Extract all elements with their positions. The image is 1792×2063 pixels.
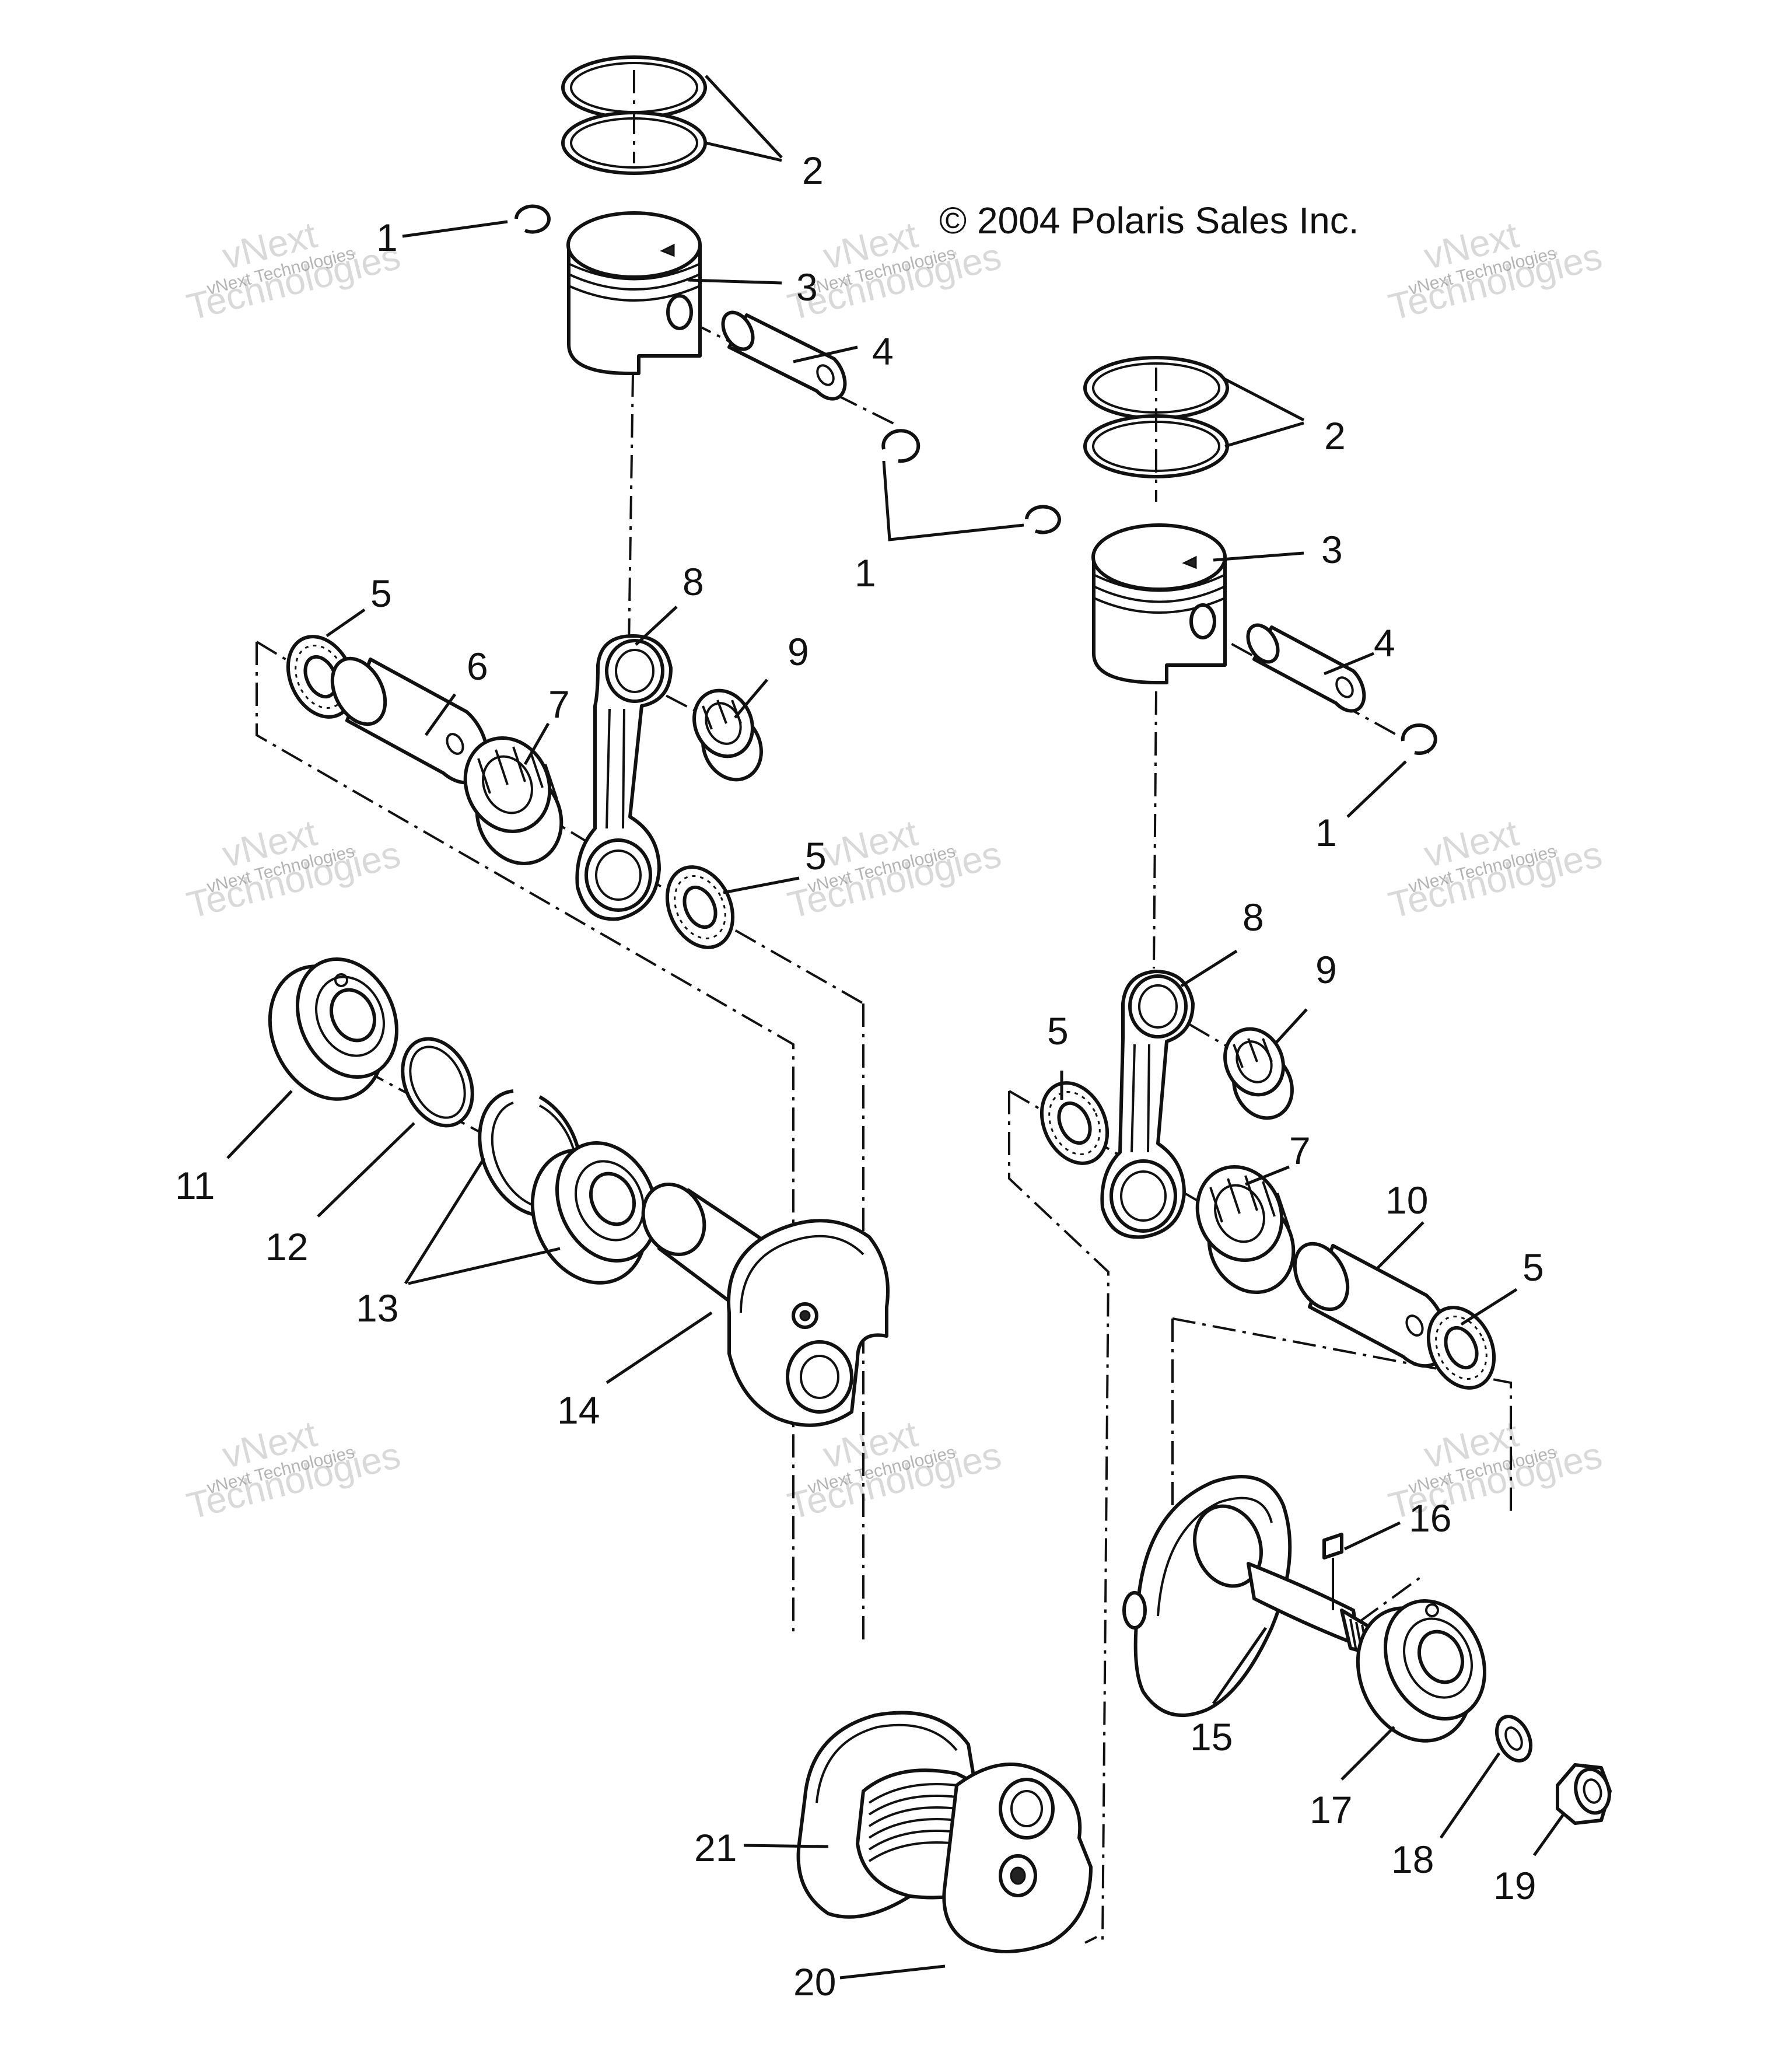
callout-1: 1 <box>1315 811 1337 854</box>
callout-3: 3 <box>796 265 818 309</box>
callout-5: 5 <box>1047 1009 1069 1053</box>
needle-bearing-left-small <box>692 688 763 782</box>
needle-bearing-left-big <box>463 736 564 865</box>
crank-nut <box>1556 1763 1612 1825</box>
woodruff-key <box>1322 1533 1343 1610</box>
piston-right <box>1091 523 1227 684</box>
wrist-pin-clip-right-b <box>1401 723 1437 755</box>
connecting-rod-left <box>575 634 673 921</box>
main-bearing-right <box>1356 1599 1487 1743</box>
wrist-pin-clip-left-b <box>881 429 921 463</box>
callout-9: 9 <box>788 630 809 673</box>
piston-left <box>566 211 702 375</box>
crank-half-left <box>641 1182 890 1427</box>
crankshaft-assembly <box>796 1711 1093 1953</box>
crank-half-right <box>1122 1475 1373 1717</box>
lock-washer <box>1494 1715 1533 1763</box>
callout-7: 7 <box>548 683 570 726</box>
shim-washer-left <box>401 1037 474 1128</box>
callout-11: 11 <box>175 1164 215 1207</box>
wrist-pin-left <box>721 310 847 401</box>
main-bearing-left-inner <box>530 1141 659 1285</box>
callout-20: 20 <box>793 1960 836 2003</box>
watermark: vNext Technologies vNext Technologies <box>183 214 404 328</box>
callout-7: 7 <box>1289 1129 1311 1172</box>
main-bearing-left-outer <box>268 957 399 1101</box>
callout-13: 13 <box>356 1286 398 1330</box>
callout-1: 1 <box>376 216 398 259</box>
thrust-washer-right-b <box>1426 1306 1496 1390</box>
crank-pin-left <box>330 656 489 785</box>
callout-1: 1 <box>855 551 876 595</box>
callout-14: 14 <box>557 1389 600 1432</box>
callout-8: 8 <box>682 560 704 603</box>
callout-19: 19 <box>1493 1864 1536 1907</box>
callout-5: 5 <box>1522 1246 1544 1289</box>
wrist-pin-clip-right-a <box>1025 505 1061 534</box>
watermark: vNext Technologies vNext Technologies <box>1384 812 1606 926</box>
needle-bearing-right-big <box>1195 1165 1296 1294</box>
thrust-washer-left-b <box>665 865 735 949</box>
callout-5: 5 <box>370 572 392 615</box>
callout-18: 18 <box>1391 1838 1434 1881</box>
crank-pin-right <box>1293 1242 1449 1368</box>
wrist-pin-clip-left-a <box>514 204 551 234</box>
callout-2: 2 <box>802 149 824 192</box>
callout-5: 5 <box>805 834 827 877</box>
callouts: 2 1 3 4 2 3 1 4 1 5 6 7 8 9 5 8 9 5 7 10… <box>175 149 1544 2003</box>
watermark: vNext Technologies vNext Technologies <box>183 812 404 926</box>
callout-15: 15 <box>1190 1715 1233 1758</box>
callout-21: 21 <box>694 1826 737 1869</box>
callout-12: 12 <box>265 1225 308 1268</box>
watermark: vNext Technologies vNext Technologies <box>183 1412 404 1527</box>
wrist-pin-right <box>1246 623 1366 713</box>
connecting-rod-right <box>1100 970 1195 1239</box>
callout-10: 10 <box>1385 1179 1428 1222</box>
callout-6: 6 <box>467 645 488 688</box>
watermark: vNext Technologies vNext Technologies <box>1384 214 1606 328</box>
callout-2: 2 <box>1324 414 1346 457</box>
callout-8: 8 <box>1242 896 1264 939</box>
callout-4: 4 <box>1374 621 1395 665</box>
needle-bearing-right-small <box>1223 1027 1294 1120</box>
callout-9: 9 <box>1315 948 1337 991</box>
callout-17: 17 <box>1310 1788 1352 1831</box>
copyright-notice: © 2004 Polaris Sales Inc. <box>939 200 1359 242</box>
thrust-washer-right-a <box>1040 1081 1110 1165</box>
callout-3: 3 <box>1321 528 1343 571</box>
callout-16: 16 <box>1409 1496 1451 1540</box>
leader-lines <box>226 75 1565 1980</box>
callout-4: 4 <box>872 330 894 373</box>
